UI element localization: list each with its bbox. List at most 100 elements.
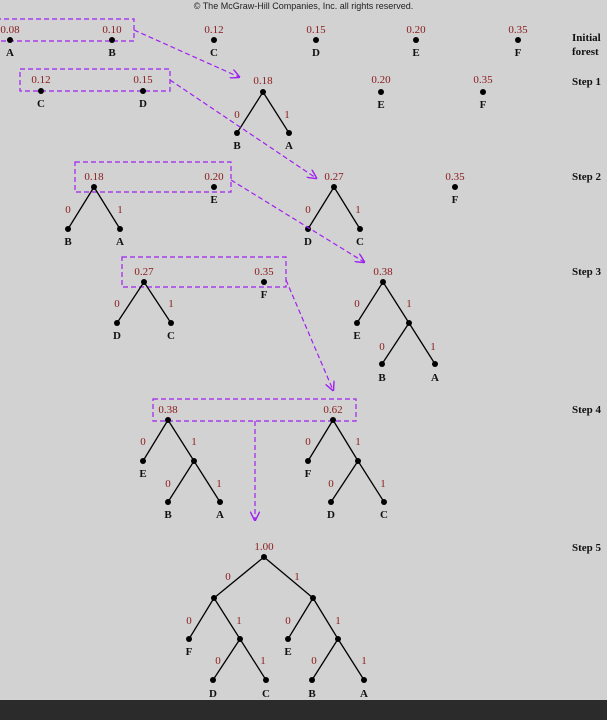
internal-node bbox=[406, 320, 412, 326]
internal-node bbox=[310, 595, 316, 601]
tree-edge bbox=[212, 638, 241, 681]
leaf-node bbox=[361, 677, 367, 683]
symbol-label: A bbox=[6, 47, 14, 59]
weight-label: 0.38 bbox=[373, 266, 393, 278]
leaf-node-c bbox=[38, 88, 44, 94]
weight-label: 0.27 bbox=[134, 266, 154, 278]
tree-edge bbox=[142, 419, 169, 462]
tree-edge bbox=[167, 419, 195, 462]
weight-label: 0.18 bbox=[253, 75, 273, 87]
leaf-node-e bbox=[413, 37, 419, 43]
weight-label: 0.35 bbox=[254, 266, 274, 278]
leaf-node bbox=[379, 361, 385, 367]
edge-bit-label: 0 bbox=[311, 655, 317, 667]
symbol-label: F bbox=[261, 289, 268, 301]
edge-bit-label: 0 bbox=[285, 615, 291, 627]
tree-edge bbox=[357, 460, 385, 503]
root-node bbox=[261, 554, 267, 560]
tree-edge bbox=[263, 556, 314, 599]
symbol-label: E bbox=[210, 194, 217, 206]
step-2-forest: 0.18 0 1 B A 0.20 E 0.27 0 1 D C 0.35 F bbox=[64, 161, 465, 248]
leaf-node bbox=[263, 677, 269, 683]
tree-edge bbox=[262, 91, 290, 134]
symbol-label: E bbox=[412, 47, 419, 59]
edge-bit-label: 1 bbox=[216, 478, 222, 490]
symbol-label: D bbox=[304, 236, 312, 248]
leaf-node-e bbox=[378, 89, 384, 95]
edge-bit-label: 1 bbox=[406, 298, 412, 310]
edge-bit-label: 0 bbox=[140, 436, 146, 448]
weight-label: 0.27 bbox=[324, 171, 344, 183]
leaf-node bbox=[286, 130, 292, 136]
tree-edge bbox=[67, 186, 95, 230]
symbol-label: E bbox=[284, 646, 291, 658]
weight-label: 0.20 bbox=[204, 171, 224, 183]
tree-edge bbox=[333, 186, 361, 230]
symbol-label: D bbox=[139, 98, 147, 110]
leaf-node bbox=[234, 130, 240, 136]
symbol-label: F bbox=[186, 646, 193, 658]
tree-edge bbox=[93, 186, 121, 230]
edge-bit-label: 1 bbox=[284, 109, 290, 121]
leaf-node bbox=[168, 320, 174, 326]
edge-bit-label: 0 bbox=[234, 109, 240, 121]
leaf-node bbox=[357, 226, 363, 232]
step-4-forest: 0.38 0 1 0 1 E B A 0.62 0 1 0 1 F D C bbox=[139, 398, 388, 521]
leaf-node bbox=[140, 458, 146, 464]
symbol-label: F bbox=[515, 47, 522, 59]
edge-bit-label: 1 bbox=[335, 615, 341, 627]
symbol-label: A bbox=[431, 372, 439, 384]
internal-node bbox=[335, 636, 341, 642]
leaf-node bbox=[217, 499, 223, 505]
symbol-label: B bbox=[233, 140, 241, 152]
leaf-node bbox=[65, 226, 71, 232]
tree-edge bbox=[188, 597, 215, 640]
edge-bit-label: 1 bbox=[191, 436, 197, 448]
symbol-label: D bbox=[113, 330, 121, 342]
weight-label: 0.12 bbox=[204, 24, 223, 36]
internal-node bbox=[260, 89, 266, 95]
internal-node bbox=[330, 417, 336, 423]
symbol-label: C bbox=[167, 330, 175, 342]
copyright-notice: © The McGraw-Hill Companies, Inc. all ri… bbox=[193, 1, 414, 11]
step-label-4: Step 4 bbox=[572, 404, 602, 416]
initial-forest: 0.08 A 0.10 B 0.12 C 0.15 D 0.20 E 0.35 … bbox=[0, 18, 528, 59]
weight-label: 0.20 bbox=[406, 24, 426, 36]
leaf-node-f bbox=[515, 37, 521, 43]
edge-bit-label: 0 bbox=[354, 298, 360, 310]
weight-label: 0.20 bbox=[371, 74, 391, 86]
merge-arrow bbox=[285, 279, 333, 390]
step-1-forest: 0.12 C 0.15 D 0.18 0 1 B A 0.20 E 0.35 F bbox=[19, 68, 493, 152]
leaf-node bbox=[354, 320, 360, 326]
tree-edge bbox=[332, 419, 359, 462]
weight-label: 0.62 bbox=[323, 404, 342, 416]
edge-bit-label: 1 bbox=[117, 204, 123, 216]
edge-bit-label: 1 bbox=[380, 478, 386, 490]
symbol-label: C bbox=[356, 236, 364, 248]
symbol-label: A bbox=[285, 140, 293, 152]
tree-edge bbox=[381, 322, 410, 365]
leaf-node bbox=[305, 226, 311, 232]
tree-edge bbox=[330, 460, 359, 503]
internal-node bbox=[165, 417, 171, 423]
bottom-bar bbox=[0, 700, 607, 720]
step-label-5: Step 5 bbox=[572, 542, 602, 554]
symbol-label: C bbox=[262, 688, 270, 700]
tree-edge bbox=[239, 638, 267, 681]
edge-bit-label: 1 bbox=[430, 341, 436, 353]
leaf-node bbox=[285, 636, 291, 642]
symbol-label: E bbox=[377, 99, 384, 111]
symbol-label: B bbox=[64, 236, 72, 248]
leaf-node-d bbox=[313, 37, 319, 43]
tree-edge bbox=[382, 281, 410, 324]
edge-bit-label: 0 bbox=[379, 341, 385, 353]
edge-bit-label: 0 bbox=[215, 655, 221, 667]
leaf-node-c bbox=[211, 37, 217, 43]
symbol-label: E bbox=[139, 468, 146, 480]
symbol-label: F bbox=[305, 468, 312, 480]
weight-label: 0.10 bbox=[102, 24, 122, 36]
step-label-forest: forest bbox=[572, 46, 599, 58]
symbol-label: C bbox=[37, 98, 45, 110]
weight-label: 0.18 bbox=[84, 171, 104, 183]
internal-node bbox=[331, 184, 337, 190]
